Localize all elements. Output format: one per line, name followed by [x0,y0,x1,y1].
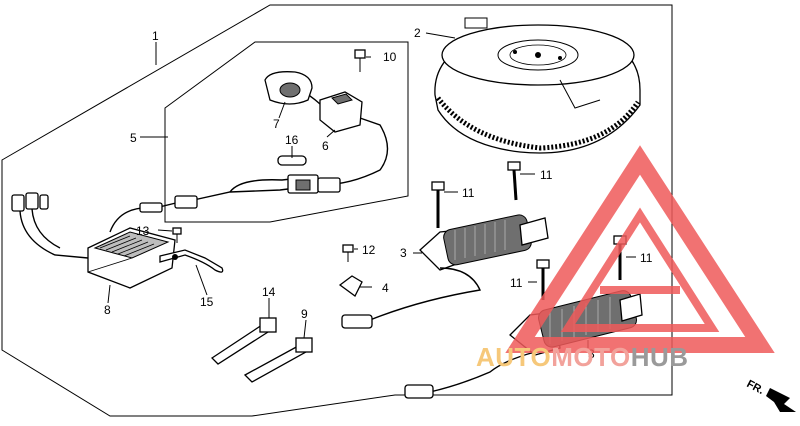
watermark-auto: AUTO [476,342,551,372]
callout-14: 14 [262,285,276,299]
watermark-hub: HUB [631,342,689,372]
callout-1: 1 [152,29,159,43]
callout-3a: 3 [400,246,407,260]
clip-4 [338,275,363,297]
callout-6: 6 [322,139,329,153]
callout-7: 7 [273,117,280,131]
front-direction-indicator: FR. [745,378,796,412]
subassembly-outline [164,41,409,223]
bolt-12 [342,244,354,262]
bolt-13 [172,227,182,243]
connector-cluster [11,192,89,259]
leader-lines [107,32,636,348]
bolt-11-d [536,259,550,300]
connector-7 [264,71,313,105]
cable-tie-14 [210,317,277,365]
watermark-logo-icon [505,145,775,353]
callout-11a: 11 [462,186,475,200]
harness-connector [139,202,163,213]
cable-tie-9 [243,337,313,383]
front-label: FR. [745,378,766,397]
regulator-rectifier [87,227,176,289]
assembly-outline [1,4,673,417]
callout-13: 13 [136,224,150,238]
callout-10: 10 [383,50,397,64]
bolt-11-a [431,181,445,228]
callout-16: 16 [285,133,299,147]
watermark-moto: MOTO [551,342,631,372]
callout-11b: 11 [540,168,553,182]
callout-4: 4 [382,281,389,295]
bolt-10 [354,49,366,72]
watermark-text: AUTOMOTOHUB [476,342,689,372]
callout-11c: 11 [640,251,653,265]
callout-labels: 1 2 3 3 4 5 6 7 8 9 10 11 11 11 11 12 13… [104,26,653,361]
main-harness [174,117,389,209]
front-arrow-icon [766,388,796,412]
flywheel [434,17,641,154]
callout-12: 12 [362,243,376,257]
callout-3b: 3 [588,347,595,361]
ground-bracket [159,249,224,273]
callout-11d: 11 [510,276,523,290]
charge-coil-upper [341,214,549,329]
callout-8: 8 [104,303,111,317]
callout-15: 15 [200,295,214,309]
callout-2: 2 [414,26,421,40]
callout-9: 9 [301,307,308,321]
callout-5: 5 [130,131,137,145]
bolt-11-b [507,161,521,201]
